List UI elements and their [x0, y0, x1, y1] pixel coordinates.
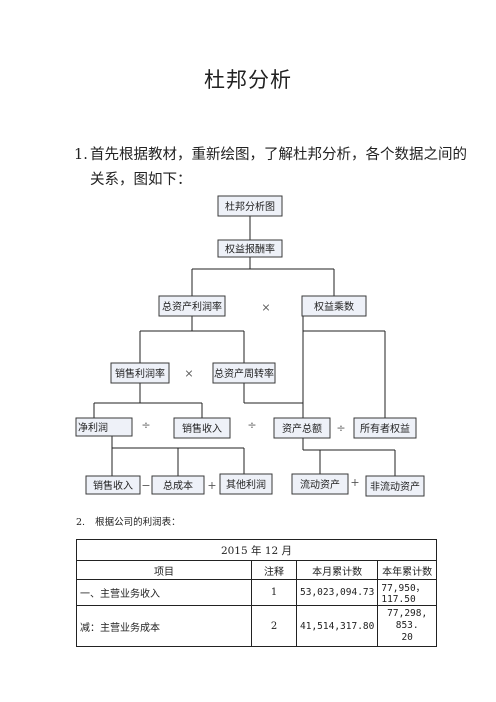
operator-plus: + — [350, 476, 359, 489]
cell-note: 2 — [251, 605, 297, 647]
node-label: 销售利润率 — [115, 367, 165, 380]
cell-year-total: 77,298, 853. 20 — [377, 605, 437, 647]
node-noncurrent-assets: 非流动资产 — [365, 475, 425, 497]
operator-divide: ÷ — [141, 419, 150, 432]
node-owner-equity: 所有者权益 — [353, 417, 417, 439]
page-title: 杜邦分析 — [204, 68, 292, 92]
section-2-number: 2. — [76, 517, 86, 528]
diagram-connectors — [93, 216, 396, 476]
node-other-profit: 其他利润 — [219, 473, 273, 495]
node-asset-turnover: 总资产周转率 — [212, 362, 276, 384]
operator-divide: ÷ — [247, 419, 256, 432]
income-statement-table: 2015 年 12 月 项目 注释 本月累计数 本年累计数 一、主营业务收入 1… — [76, 539, 437, 647]
node-label: 其他利润 — [226, 478, 266, 491]
node-sales-revenue: 销售收入 — [173, 417, 231, 439]
table-row: 一、主营业务收入 1 53,023,094.73 77,950，117.50 — [76, 579, 437, 606]
node-label: 净利润 — [78, 421, 108, 434]
operator-divide: ÷ — [336, 422, 345, 435]
intro-line-2: 关系，图如下： — [90, 172, 192, 188]
cell-year-total-line-1: 77,298, 853. — [387, 608, 428, 631]
table-caption: 2015 年 12 月 — [76, 539, 437, 561]
node-equity-multiplier: 权益乘数 — [301, 295, 367, 317]
node-label: 权益报酬率 — [225, 243, 275, 256]
header-month-total: 本月累计数 — [295, 560, 379, 580]
cell-year-total: 77,950，117.50 — [377, 579, 437, 606]
node-dupont-chart: 杜邦分析图 — [217, 195, 283, 217]
node-current-assets: 流动资产 — [291, 473, 349, 495]
node-label: 总资产利润率 — [162, 300, 222, 313]
operator-multiply: × — [184, 367, 193, 380]
cell-month-total: 53,023,094.73 — [295, 579, 379, 606]
operator-plus: + — [207, 479, 216, 492]
header-year-total: 本年累计数 — [377, 560, 437, 580]
section-2-text: 根据公司的利润表： — [95, 517, 181, 528]
cell-item: 减：主营业务成本 — [76, 605, 252, 647]
node-label: 杜邦分析图 — [225, 200, 275, 213]
node-label: 销售收入 — [93, 479, 133, 492]
intro-number: 1. — [74, 147, 88, 163]
node-profit-margin: 销售利润率 — [110, 362, 170, 384]
node-return-on-assets: 总资产利润率 — [158, 295, 226, 317]
intro-line-1: 首先根据教材，重新绘图，了解杜邦分析，各个数据之间的 — [90, 147, 467, 163]
operator-multiply: × — [261, 301, 270, 314]
dupont-diagram: 杜邦分析图 权益报酬率 总资产利润率 权益乘数 销售利润率 总资产周转率 净利润… — [75, 195, 425, 497]
table-row: 减：主营业务成本 2 41,514,317.80 77,298, 853. 20 — [76, 605, 437, 647]
node-label: 销售收入 — [182, 422, 222, 435]
section-2-heading: 2. 根据公司的利润表： — [76, 514, 181, 528]
cell-year-total-line-2: 20 — [401, 632, 413, 643]
node-label: 流动资产 — [300, 478, 340, 491]
node-label: 非流动资产 — [370, 480, 420, 493]
operator-minus: − — [141, 479, 150, 492]
header-note: 注释 — [251, 560, 297, 580]
node-label: 总资产周转率 — [214, 367, 274, 380]
node-return-on-equity: 权益报酬率 — [217, 239, 283, 258]
cell-note: 1 — [251, 579, 297, 606]
cell-item: 一、主营业务收入 — [76, 579, 252, 606]
node-net-profit: 净利润 — [75, 417, 133, 437]
node-label: 权益乘数 — [314, 300, 354, 313]
node-total-cost: 总成本 — [151, 475, 205, 495]
node-label: 所有者权益 — [360, 422, 410, 435]
header-item: 项目 — [76, 560, 252, 580]
node-label: 资产总额 — [282, 422, 322, 435]
cell-month-total: 41,514,317.80 — [295, 605, 379, 647]
node-sales-revenue-2: 销售收入 — [85, 475, 141, 495]
node-label: 总成本 — [163, 479, 193, 492]
node-total-assets: 资产总额 — [273, 417, 331, 439]
